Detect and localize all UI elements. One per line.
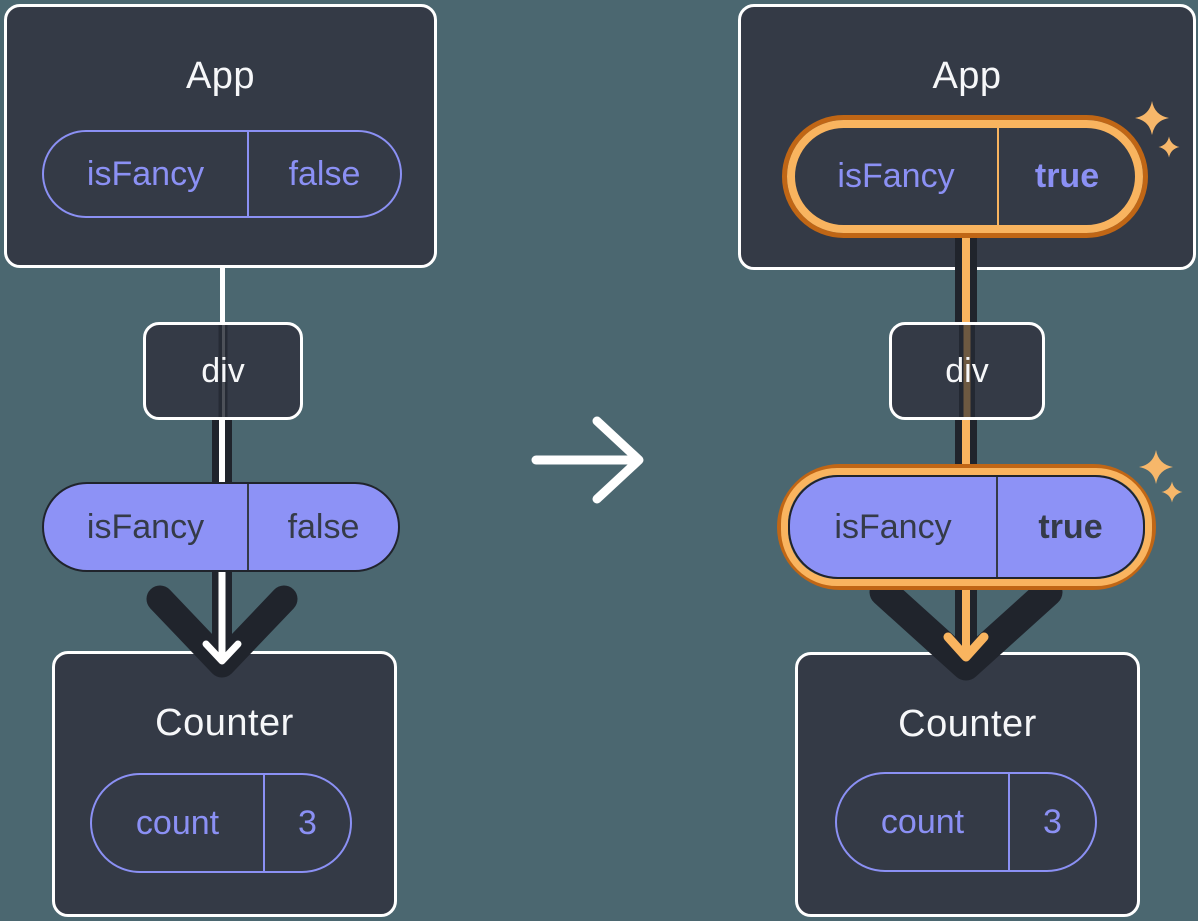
before-counter-state-pill: count 3 <box>90 773 352 873</box>
after-div-line-shadow <box>959 325 975 417</box>
after-app-title: App <box>932 55 1002 97</box>
before-div-title: div <box>201 351 245 390</box>
after-app-state-pill-highlighted: isFancy true <box>782 115 1148 238</box>
after-connector-app-div <box>955 234 977 322</box>
prop-label: isFancy <box>86 507 205 546</box>
before-counter-panel: Counter count 3 <box>52 651 397 917</box>
state-label: isFancy <box>837 157 955 195</box>
after-div-title: div <box>945 351 989 390</box>
after-counter-title: Counter <box>898 703 1037 745</box>
prop-value: false <box>247 484 398 570</box>
after-connector-prop-counter <box>955 582 977 650</box>
state-label: isFancy <box>86 154 205 193</box>
after-counter-state-pill: count 3 <box>835 772 1097 872</box>
after-counter-panel: Counter count 3 <box>795 652 1140 917</box>
state-value: false <box>247 132 400 216</box>
prop-label: isFancy <box>834 507 952 546</box>
arrow-right-icon <box>531 416 644 504</box>
state-value: 3 <box>1008 774 1095 870</box>
state-value: 3 <box>263 775 350 871</box>
before-prop-pill: isFancy false <box>42 482 400 572</box>
before-counter-title: Counter <box>155 702 294 744</box>
after-prop-pill-highlighted: isFancy true <box>777 464 1156 590</box>
state-label: count <box>880 802 965 841</box>
before-app-title: App <box>185 55 256 97</box>
prop-value: true <box>996 477 1143 577</box>
state-label: count <box>135 803 220 842</box>
state-value: true <box>997 128 1135 225</box>
before-connector-app-div <box>219 267 225 323</box>
before-app-state-pill: isFancy false <box>42 130 402 218</box>
before-connector-prop-counter <box>212 570 232 648</box>
after-div-node: div <box>889 322 1045 420</box>
before-connector-div-prop <box>212 420 232 484</box>
before-div-line-shadow <box>218 325 228 417</box>
before-div-node: div <box>143 322 303 420</box>
